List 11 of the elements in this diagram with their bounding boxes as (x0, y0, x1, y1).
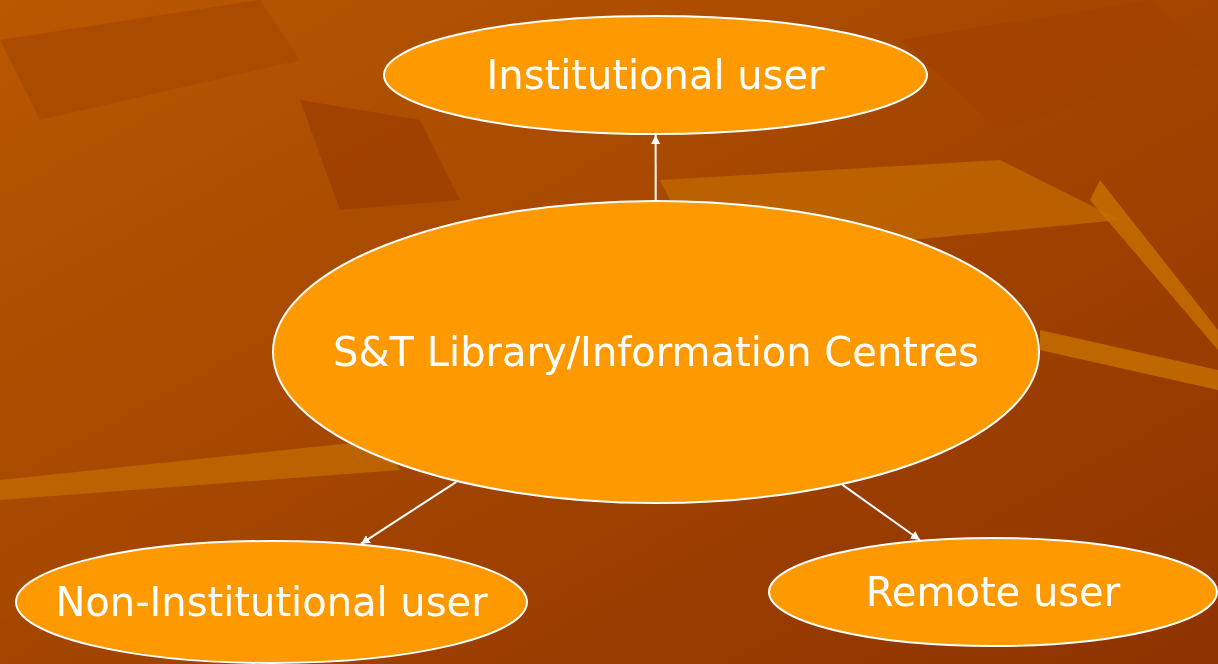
node-label: Non-Institutional user (55, 579, 488, 625)
ellipse-node (383, 15, 928, 135)
ellipse-node (272, 200, 1040, 504)
node-label: S&T Library/Information Centres (333, 329, 979, 375)
arrow (359, 480, 458, 545)
arrow (651, 134, 661, 201)
ellipse-node (768, 537, 1218, 647)
arrow (841, 483, 921, 541)
ellipse-node (15, 540, 528, 664)
node-label: Remote user (865, 569, 1121, 615)
node-label: Institutional user (486, 52, 825, 98)
